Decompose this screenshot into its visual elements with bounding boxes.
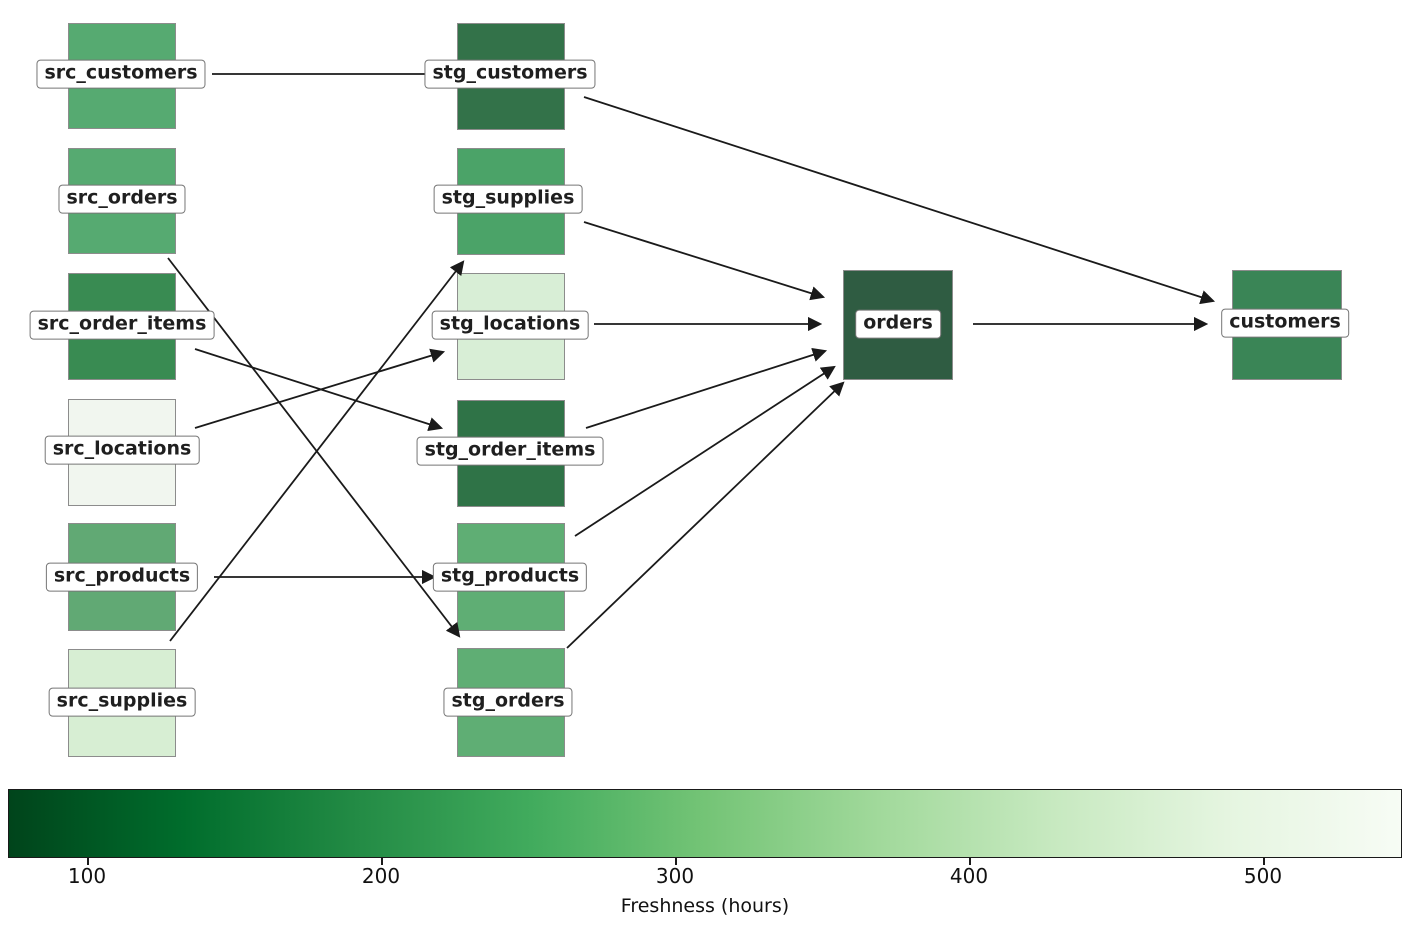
colorbar-tick-mark-200: [381, 858, 383, 865]
node-label-stg_locations: stg_locations: [431, 310, 589, 340]
node-label-src_orders: src_orders: [58, 184, 186, 214]
colorbar-tick-label-400: 400: [949, 864, 989, 888]
node-label-stg_supplies: stg_supplies: [433, 184, 583, 214]
node-label-src_customers: src_customers: [36, 59, 206, 89]
node-label-stg_customers: stg_customers: [424, 59, 596, 89]
node-label-customers: customers: [1221, 308, 1349, 338]
colorbar-gradient: [8, 789, 1402, 858]
edge-stg_order_items-to-orders: [585, 347, 828, 429]
node-label-stg_orders: stg_orders: [443, 687, 573, 717]
node-label-src_order_items: src_order_items: [29, 310, 215, 340]
colorbar-tick-mark-300: [675, 858, 677, 865]
colorbar-tick-label-100: 100: [67, 864, 107, 888]
edge-src_locations-to-stg_locations: [194, 348, 446, 429]
edge-src_order_items-to-stg_order_items: [194, 348, 444, 432]
edge-stg_supplies-to-orders: [583, 221, 826, 301]
node-label-src_supplies: src_supplies: [48, 687, 196, 717]
node-label-stg_order_items: stg_order_items: [416, 436, 604, 466]
colorbar-tick-label-500: 500: [1243, 864, 1283, 888]
edge-stg_products-to-orders: [574, 365, 836, 537]
colorbar-tick-mark-100: [87, 858, 89, 865]
colorbar-tick-mark-500: [1263, 858, 1265, 865]
node-label-src_products: src_products: [45, 562, 199, 592]
node-label-stg_products: stg_products: [432, 562, 588, 592]
node-label-orders: orders: [855, 309, 941, 339]
colorbar-tick-label-200: 200: [361, 864, 401, 888]
colorbar-axis-label: Freshness (hours): [620, 895, 790, 917]
colorbar-tick-label-300: 300: [655, 864, 695, 888]
colorbar-tick-mark-400: [969, 858, 971, 865]
edge-stg_orders-to-orders: [566, 381, 845, 649]
node-label-src_locations: src_locations: [44, 435, 200, 465]
